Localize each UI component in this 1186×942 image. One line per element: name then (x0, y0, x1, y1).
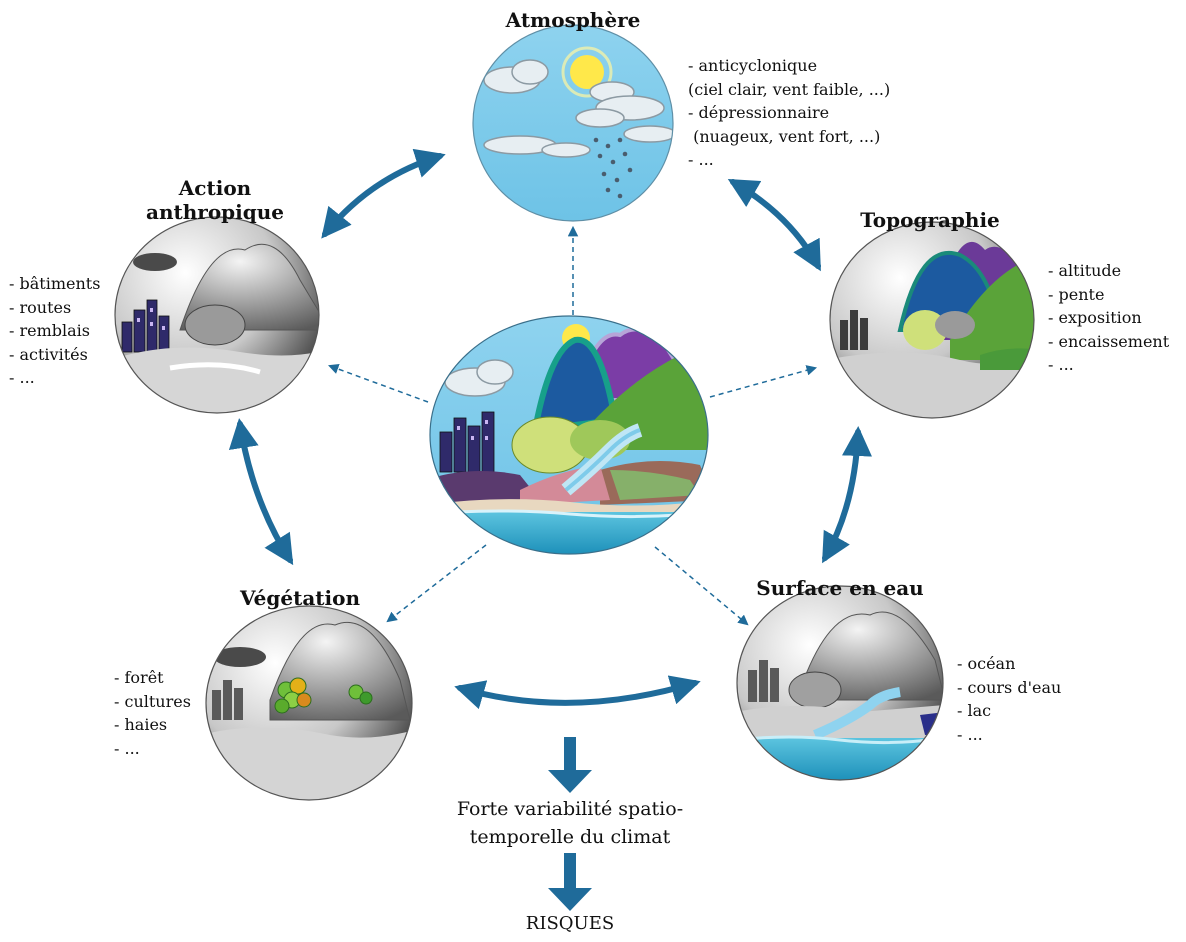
dashed-arrow-to-vegetation (386, 544, 487, 623)
arrow-atmosphere-topographie (727, 178, 821, 272)
outcome-line1: Forte variabilité spatio- (456, 798, 684, 820)
atmosphere-title: Atmosphère (505, 8, 641, 32)
risques-label: RISQUES (525, 913, 615, 934)
list-item: - ... (688, 150, 714, 169)
list-item: - routes (9, 297, 72, 317)
list-item: - exposition (1048, 308, 1142, 327)
surface-eau-title: Surface en eau (756, 576, 924, 600)
topographie-items: - altitude - pente - exposition - encais… (1048, 259, 1184, 377)
arrow-vegetation-surface (454, 675, 701, 710)
urban-greyscale-icon (114, 216, 320, 414)
action-title-line2: anthropique (146, 200, 284, 224)
dashed-arrow-to-action (328, 363, 429, 403)
list-item: - altitude (1048, 261, 1122, 280)
list-item: - bâtiments (9, 274, 101, 293)
list-item: - anticyclonique (688, 56, 818, 75)
list-item: - océan (957, 654, 1016, 673)
vegetation-items: - forêt - cultures - haies - ... (114, 666, 214, 760)
landscape-color-icon (429, 315, 709, 555)
list-item: - encaissement (1048, 331, 1170, 351)
list-item: - cultures (114, 691, 191, 711)
dashed-arrow-to-topographie (709, 365, 818, 398)
arrow-atmosphere-action (321, 148, 446, 239)
arrow-action-vegetation (228, 418, 294, 566)
list-item: - remblais (9, 321, 91, 340)
action-items: - bâtiments - routes - remblais - activi… (9, 272, 119, 390)
dashed-arrow-to-surface (654, 546, 749, 626)
list-item: - ... (1048, 355, 1074, 374)
topographie-title: Topographie (860, 208, 1000, 232)
mountain-greyscale-icon (829, 221, 1035, 419)
vegetation-greyscale-icon (205, 605, 413, 801)
vegetation-title: Végétation (239, 586, 361, 610)
list-item: (ciel clair, vent faible, ...) (688, 79, 891, 99)
list-item: - haies (114, 715, 168, 734)
list-item: - ... (114, 738, 140, 758)
outcome-text: Forte variabilité spatio- temporelle du … (420, 795, 720, 851)
list-item: - forêt (114, 668, 164, 687)
list-item: - cours d'eau (957, 677, 1062, 697)
list-item: - ... (957, 724, 983, 744)
list-item: - activités (9, 344, 88, 364)
arrow-topographie-surface (822, 426, 872, 564)
atmosphere-items: - anticyclonique (ciel clair, vent faibl… (688, 54, 908, 172)
action-title: Action anthropique (130, 176, 300, 224)
list-item: (nuageux, vent fort, ...) (688, 126, 881, 146)
down-arrow-to-risques (548, 853, 592, 911)
down-arrow-to-outcome (548, 737, 592, 793)
list-item: - dépressionnaire (688, 103, 830, 122)
sky-weather-icon (472, 24, 674, 222)
action-title-line1: Action (178, 176, 252, 200)
surface-eau-items: - océan - cours d'eau - lac - ... (957, 652, 1087, 746)
list-item: - ... (9, 368, 35, 387)
water-greyscale-icon (736, 585, 944, 781)
list-item: - pente (1048, 284, 1105, 304)
outcome-line2: temporelle du climat (469, 826, 671, 848)
list-item: - lac (957, 701, 992, 720)
